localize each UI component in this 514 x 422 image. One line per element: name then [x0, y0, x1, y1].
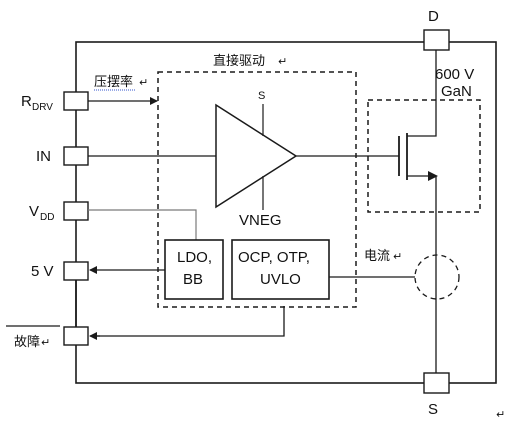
ldo-label-line1: LDO, — [177, 249, 212, 266]
slew-rate-label: 压摆率 — [94, 74, 133, 90]
pin-fault-box — [63, 326, 89, 346]
pin-vdd-subscript: DD — [40, 212, 54, 223]
current-return-mark: ↵ — [393, 251, 402, 263]
pin-in-box — [63, 146, 89, 166]
gan-label: GaN — [441, 83, 472, 100]
protection-label-line2: UVLO — [260, 271, 301, 288]
direct-drive-box — [157, 71, 357, 308]
ldo-label-line2: BB — [183, 271, 203, 288]
pin-5v-label: 5 V — [31, 263, 54, 280]
protection-label-line1: OCP, OTP, — [238, 249, 310, 266]
current-sense-icon — [414, 254, 460, 300]
vdd-supply-wire — [88, 209, 197, 240]
pin-fault-label: 故障 — [14, 335, 40, 350]
ldo-bb-block — [164, 239, 224, 300]
pin-s-label: S — [428, 401, 438, 418]
current-label: 电流 — [364, 249, 390, 264]
pin-d-box — [423, 29, 450, 51]
pin-s-box — [423, 372, 450, 394]
pin-5v-box — [63, 261, 89, 281]
fault-return-mark: ↵ — [41, 337, 50, 349]
pin-vdd-box — [63, 201, 89, 221]
pin-rdrv-label: R — [21, 93, 32, 110]
fault-wire — [97, 306, 285, 337]
corner-mark: ↵ — [496, 409, 505, 421]
amp-vneg-label: VNEG — [239, 212, 282, 229]
gan-transistor-box — [367, 99, 481, 213]
direct-drive-label: 直接驱动 — [213, 53, 265, 69]
source-arrow-icon — [428, 171, 438, 181]
pin-vdd-label: V — [29, 203, 39, 220]
pin-in-label: IN — [36, 148, 51, 165]
direct-drive-return-mark: ↵ — [278, 56, 287, 68]
pin-rdrv-subscript: DRV — [32, 102, 53, 113]
pin-d-label: D — [428, 8, 439, 25]
drain-connection — [407, 50, 437, 137]
protection-block — [231, 239, 330, 300]
amp-s-label: S — [258, 90, 265, 102]
driver-amplifier — [215, 103, 298, 209]
pin-rdrv-box — [63, 91, 89, 111]
gan-voltage-label: 600 V — [435, 66, 474, 83]
source-connection — [407, 175, 437, 373]
slew-rate-return-mark: ↵ — [139, 77, 148, 89]
